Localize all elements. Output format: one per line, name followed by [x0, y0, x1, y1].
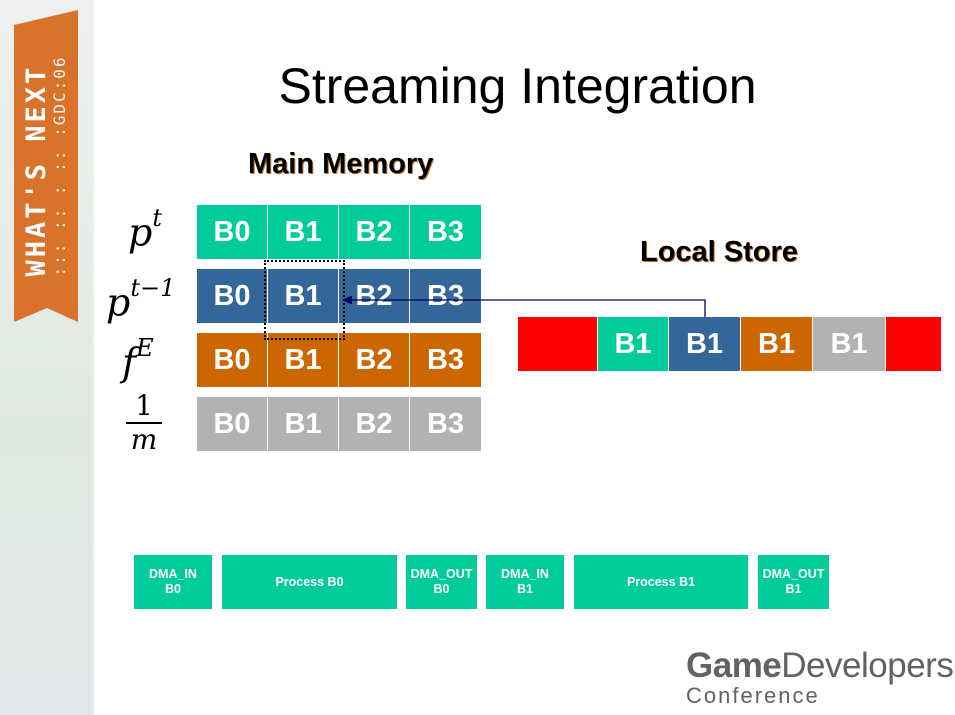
timeline-step-process-b1: Process B1: [574, 555, 748, 609]
gdc-logo: GameDevelopers Conference: [686, 646, 954, 708]
row-label-one-over-m: 1 m: [124, 392, 164, 454]
step-label: DMA_OUT: [410, 567, 473, 581]
memory-cell-inv-m-b2: B2: [339, 397, 409, 451]
row-label-p-t-minus-1: pt−1: [106, 274, 176, 325]
gdc-ribbon: [14, 10, 78, 322]
logo-game: Game: [686, 646, 782, 685]
step-block: B1: [517, 582, 533, 596]
main-memory-label: Main Memory: [248, 148, 434, 180]
local-store-label: Local Store: [640, 236, 798, 268]
slide-title: Streaming Integration: [278, 58, 757, 114]
memory-cell-fe-b0: B0: [197, 333, 267, 387]
memory-cell-pt-b3: B3: [410, 205, 481, 259]
memory-cell-pt1-b0: B0: [197, 269, 267, 323]
row-label-f-E: fE: [122, 334, 154, 385]
memory-cell-fe-b1: B1: [268, 333, 338, 387]
local-store-cell-fe-b1: B1: [741, 317, 812, 371]
logo-conference: Conference: [686, 683, 820, 708]
memory-cell-pt1-b1: B1: [268, 269, 338, 323]
local-store-cell-inv-m-b1: B1: [813, 317, 885, 371]
step-block: B0: [433, 582, 450, 596]
row-label-p-t: pt: [128, 204, 162, 255]
local-store-cell-pt1-b1: B1: [669, 317, 740, 371]
sidebar-decoration: WHAT'S NEXT ::: :: : :: :GDC:06: [0, 0, 95, 715]
memory-cell-inv-m-b3: B3: [410, 397, 481, 451]
step-block: B1: [785, 582, 802, 596]
memory-cell-pt1-b2: B2: [339, 269, 409, 323]
step-label: DMA_OUT: [762, 567, 825, 581]
memory-cell-pt1-b3: B3: [410, 269, 481, 323]
step-label: DMA_IN: [501, 567, 549, 581]
memory-cell-pt-b2: B2: [339, 205, 409, 259]
timeline-step-process-b0: Process B0: [222, 555, 397, 609]
memory-cell-fe-b2: B2: [339, 333, 409, 387]
step-label: Process B0: [275, 574, 344, 589]
step-label: Process B1: [626, 574, 696, 589]
local-store-guard-left: [518, 317, 597, 371]
local-store-cell-pt-b1: B1: [598, 317, 668, 371]
memory-cell-inv-m-b1: B1: [268, 397, 338, 451]
ribbon-shape: [14, 10, 78, 322]
memory-cell-pt-b1: B1: [268, 205, 338, 259]
memory-cell-pt-b0: B0: [197, 205, 267, 259]
local-store-guard-right: [886, 317, 941, 371]
b1-selection-outline: [264, 260, 345, 340]
step-label: DMA_IN: [149, 567, 197, 581]
memory-cell-fe-b3: B3: [410, 333, 481, 387]
step-block: B0: [165, 582, 181, 596]
memory-cell-inv-m-b0: B0: [197, 397, 267, 451]
logo-developers: Developers: [781, 646, 954, 685]
